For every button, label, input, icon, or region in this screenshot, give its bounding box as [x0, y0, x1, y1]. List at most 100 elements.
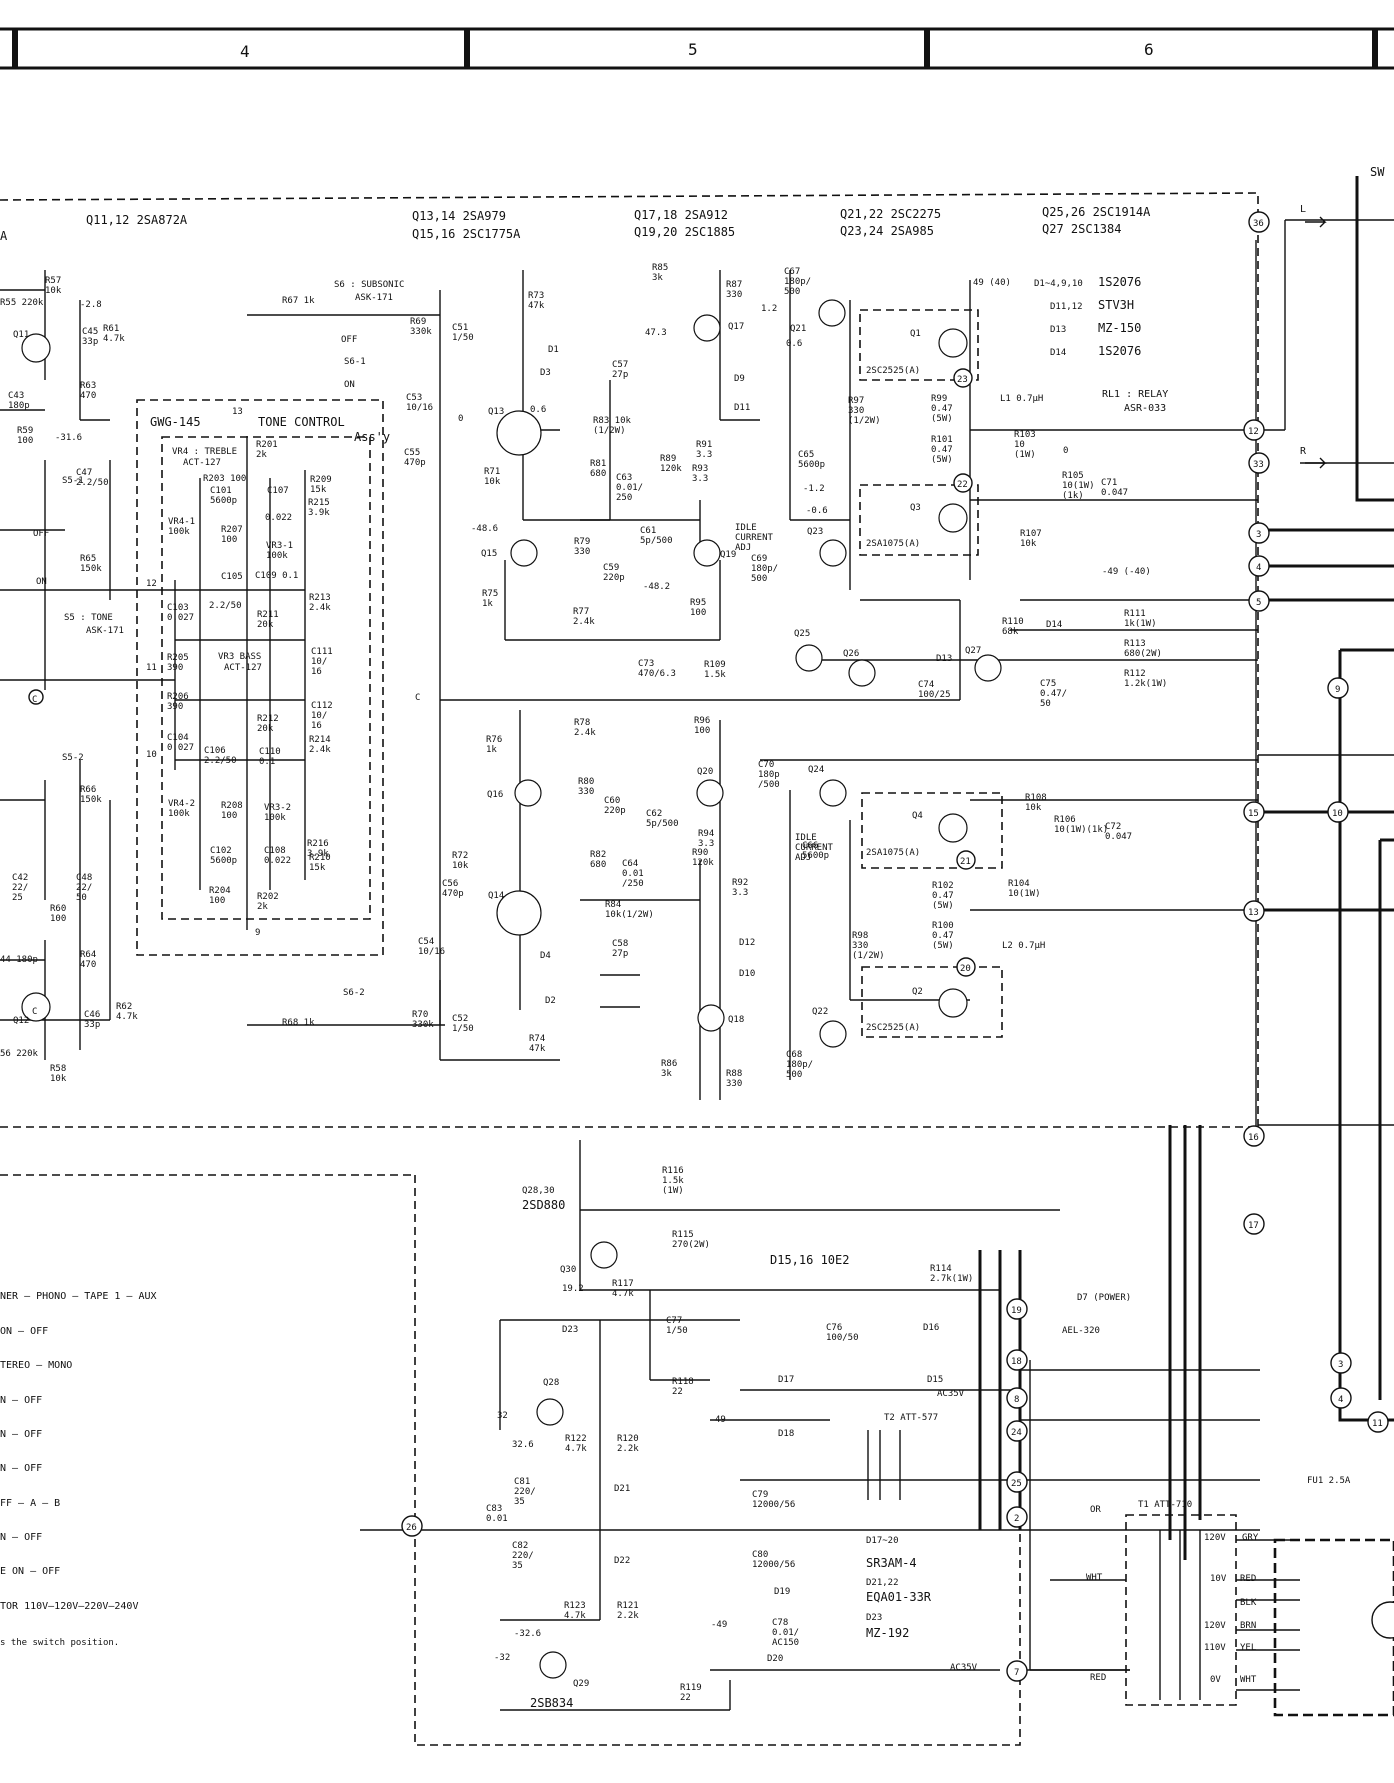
terminal-21: 21	[956, 850, 976, 870]
terminal-24: 24	[1006, 1420, 1028, 1442]
terminal-9: 9	[1327, 677, 1349, 699]
d17-20-type: SR3AM-4	[866, 1556, 917, 1570]
svg-text:36: 36	[1253, 219, 1264, 229]
svg-text:4: 4	[1256, 563, 1261, 573]
terminal-3: 3	[1248, 522, 1270, 544]
svg-text:OFF: OFF	[341, 335, 357, 345]
d21-22-type: EQA01-33R	[866, 1590, 932, 1604]
part-r56: 56 220k	[0, 1049, 39, 1059]
svg-text:110V: 110V	[1204, 1643, 1226, 1653]
treble-label: VR4 : TREBLE	[172, 447, 237, 457]
fuse-label: FU1 2.5A	[1307, 1476, 1351, 1486]
svg-text:0V: 0V	[1210, 1675, 1221, 1685]
svg-text:ON: ON	[36, 577, 47, 587]
svg-text:1.2: 1.2	[761, 304, 777, 314]
svg-text:D21: D21	[614, 1484, 630, 1494]
supply-rails	[1168, 1125, 1202, 1560]
svg-text:C: C	[32, 1007, 37, 1017]
svg-text:D13: D13	[936, 654, 952, 664]
q23-24-type: Q23,24 2SA985	[840, 224, 934, 238]
svg-text:3: 3	[1338, 1360, 1343, 1370]
svg-text:24: 24	[1011, 1428, 1022, 1438]
legend-note: s the switch position.	[0, 1638, 119, 1648]
q28-30-type: 2SD880	[522, 1198, 565, 1212]
svg-text:15: 15	[1248, 809, 1259, 819]
svg-text:D15: D15	[927, 1375, 943, 1385]
q17-label: Q17	[728, 322, 744, 332]
q26-label: Q26	[843, 649, 859, 659]
terminal-7: 7	[1006, 1660, 1028, 1682]
svg-text:21: 21	[960, 857, 971, 867]
q2-label: Q2	[912, 987, 923, 997]
svg-text:ASK-171: ASK-171	[86, 626, 124, 636]
column-header: 4 5 6	[0, 27, 1394, 70]
svg-text:BLK: BLK	[1240, 1598, 1257, 1608]
part-r67: R67 1k	[282, 296, 315, 306]
q17-18-type: Q17,18 2SA912	[634, 208, 728, 222]
d15-16-label: D15,16 10E2	[770, 1253, 849, 1267]
power-labels: D15,16 10E2 D17~20 SR3AM-4 D21,22 EQA01-…	[770, 1253, 1351, 1685]
svg-text:S6-2: S6-2	[343, 988, 365, 998]
svg-text:AC35V: AC35V	[950, 1663, 978, 1673]
svg-text:OR: OR	[1090, 1505, 1101, 1515]
svg-text:WHT: WHT	[1240, 1675, 1257, 1685]
q16-label: Q16	[487, 790, 503, 800]
svg-text:0: 0	[1063, 446, 1068, 456]
legend-line-2: ON — OFF	[0, 1326, 48, 1337]
legend-line-5: N — OFF	[0, 1429, 42, 1440]
q4-type: 2SA1075(A)	[866, 848, 920, 858]
terminals: 36 33 12 23 22 3 4 5 9 15 10 13 21 20 16…	[401, 211, 1389, 1682]
svg-text:0.6: 0.6	[530, 405, 546, 415]
transistor-labels: Q11 Q12 Q13 Q14 Q15 Q16 Q17 Q18 Q19 Q20 …	[13, 322, 981, 1710]
q1-type: 2SC2525(A)	[866, 366, 920, 376]
terminal-36: 36	[1248, 211, 1270, 233]
svg-text:RED: RED	[1240, 1574, 1256, 1584]
legend-line-8: N — OFF	[0, 1532, 42, 1543]
terminal-12: 12	[1243, 419, 1265, 441]
input-section	[0, 270, 140, 1060]
svg-text:-32.6: -32.6	[514, 1629, 541, 1639]
power-board-outline	[414, 1175, 1021, 1746]
